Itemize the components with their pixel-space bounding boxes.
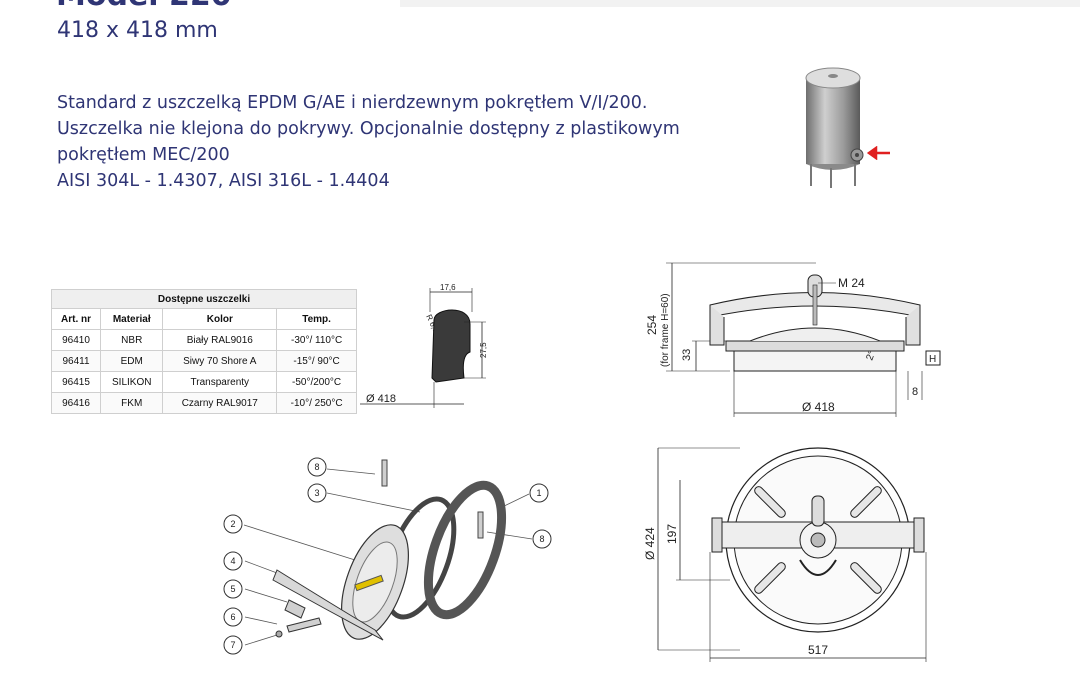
table-cell: -15°/ 90°C [276,350,357,372]
height-total-label: 254 [645,315,659,335]
bolt-label: M 24 [838,276,865,290]
top-banner-strip [400,0,1080,7]
table-cell: -10°/ 250°C [276,392,357,414]
table-cell: -50°/200°C [276,371,357,393]
table-cell: SILIKON [100,371,164,393]
table-cell: Biały RAL9016 [162,329,278,351]
table-row: 96410 NBR Biały RAL9016 -30°/ 110°C [50,329,357,351]
seal-table: Dostępne uszczelki Art. nr Materiał Kolo… [50,289,357,414]
callout-number: 2 [230,519,235,529]
table-cell: Siwy 70 Shore A [162,350,278,372]
callout-number: 3 [314,488,319,498]
gasket-height-label: 27,5 [479,342,488,358]
side-view-drawing: 254 (for frame H=60) 33 M 24 2° H 8 Ø 41… [645,262,941,417]
column-header: Temp. [276,308,357,330]
model-title: Model 220 [56,0,232,13]
size-subtitle: 418 x 418 mm [57,18,218,43]
dim-517-label: 517 [808,643,828,657]
top-diameter-label: Ø 424 [643,527,657,560]
callout-number: 8 [539,534,544,544]
table-cell: 96411 [50,350,102,372]
height-33-label: 33 [681,349,693,361]
callout-number: 6 [230,612,235,622]
description-line: AISI 304L - 1.4307, AISI 316L - 1.4404 [57,171,390,191]
angle-label: 2° [864,349,878,362]
table-cell: -30°/ 110°C [276,329,357,351]
callout-number: 1 [536,488,541,498]
table-cell: NBR [100,329,164,351]
column-header: Art. nr [50,308,102,330]
frame-note-label: (for frame H=60) [660,293,671,367]
description-line: Uszczelka nie klejona do pokrywy. Opcjon… [57,119,680,139]
table-cell: 96410 [50,329,102,351]
table-cell: 96416 [50,392,102,414]
dim-h-label: H [929,354,936,365]
dim-197-label: 197 [665,524,679,544]
table-row: 96415 SILIKON Transparenty -50°/200°C [50,371,357,393]
table-cell: Transparenty [162,371,278,393]
table-cell: Czarny RAL9017 [162,392,278,414]
description-block: Standard z uszczelką EPDM G/AE i nierdze… [57,90,707,194]
table-cell: FKM [100,392,164,414]
table-cell: 96415 [50,371,102,393]
table-cell: EDM [100,350,164,372]
description-line: Standard z uszczelką EPDM G/AE i nierdze… [57,93,648,113]
dim-8-label: 8 [912,386,918,398]
description-line: pokrętłem MEC/200 [57,145,230,165]
table-caption: Dostępne uszczelki [51,289,357,309]
callout-number: 8 [314,462,319,472]
exploded-assembly-drawing: 8 3 1 8 2 4 5 6 7 [223,457,552,655]
callout-number: 5 [230,584,235,594]
tank-illustration [805,67,864,188]
table-row: 96416 FKM Czarny RAL9017 -10°/ 250°C [50,392,357,414]
column-header: Kolor [162,308,278,330]
table-row: 96411 EDM Siwy 70 Shore A -15°/ 90°C [50,350,357,372]
side-diameter-label: Ø 418 [802,400,835,414]
gasket-profile-drawing: 17,6 R 6,7 27,5 Ø 418 [360,283,488,408]
column-header: Materiał [100,308,164,330]
callout-number: 7 [230,640,235,650]
top-view-drawing: Ø 424 197 517 [643,447,927,662]
red-arrow-icon [866,146,890,160]
gasket-diameter-label: Ø 418 [366,393,396,405]
gasket-width-label: 17,6 [440,283,456,292]
callout-number: 4 [230,556,235,566]
